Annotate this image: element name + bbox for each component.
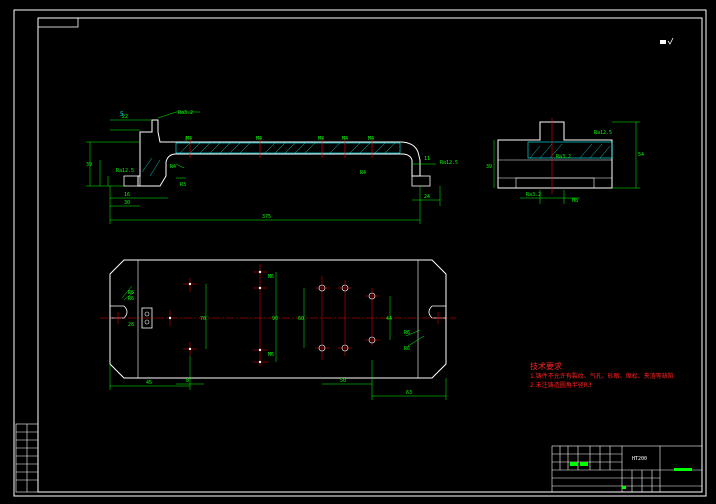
- svg-text:R4: R4: [170, 164, 176, 170]
- plan-view: 45 8 70 90 60 44 50 63 R6 R6 R6 R6 28 M6…: [100, 259, 456, 400]
- left-slot: [110, 305, 128, 319]
- svg-text:70: 70: [200, 316, 206, 322]
- svg-text:R6: R6: [404, 330, 410, 336]
- svg-text:22: 22: [122, 114, 128, 120]
- dim-length: 375: [262, 214, 271, 220]
- plan-outline: [109, 259, 447, 379]
- svg-text:63: 63: [406, 390, 412, 396]
- svg-text:Ra3.2: Ra3.2: [556, 154, 571, 160]
- front-hatch: [175, 142, 401, 154]
- right-slot: [428, 305, 446, 319]
- roughness-mark: [660, 40, 666, 44]
- material-label: HT200: [632, 456, 647, 462]
- inner-border: [37, 17, 703, 493]
- svg-text:60: 60: [298, 316, 304, 322]
- svg-text:M4: M4: [342, 136, 348, 142]
- svg-text:Ra12.5: Ra12.5: [594, 130, 612, 136]
- corner-tag: [37, 17, 79, 28]
- svg-text:M4: M4: [368, 136, 374, 142]
- side-hatch: [527, 141, 613, 159]
- side-block: [15, 423, 39, 493]
- svg-text:30: 30: [124, 200, 130, 206]
- svg-text:R3: R3: [180, 182, 186, 188]
- svg-text:Ra12.5: Ra12.5: [116, 168, 134, 174]
- svg-text:16: 16: [124, 192, 130, 198]
- svg-text:8: 8: [186, 378, 189, 384]
- svg-text:R4: R4: [360, 170, 366, 176]
- front-outline: [137, 119, 421, 187]
- svg-text:50: 50: [340, 378, 346, 384]
- svg-text:Ra3.2: Ra3.2: [526, 192, 541, 198]
- outer-border: [13, 9, 707, 497]
- title-stamp: [674, 468, 692, 471]
- svg-text:M4: M4: [256, 136, 262, 142]
- title-cell-green: [570, 462, 578, 466]
- svg-text:11: 11: [424, 156, 430, 162]
- dim-height: 39: [86, 162, 92, 168]
- svg-text:44: 44: [386, 316, 392, 322]
- svg-text:M8: M8: [572, 198, 578, 204]
- tech-req-line2: 2.未注铸造圆角半径R3: [530, 381, 592, 389]
- svg-text:R6: R6: [404, 346, 410, 352]
- svg-text:M6: M6: [268, 352, 274, 358]
- svg-text:R6: R6: [128, 290, 134, 296]
- svg-text:M6: M6: [268, 274, 274, 280]
- svg-text:Ra12.5: Ra12.5: [440, 160, 458, 166]
- dim-height-side: 54: [638, 152, 644, 158]
- svg-text:R6: R6: [128, 296, 134, 302]
- svg-text:5: 5: [120, 111, 124, 118]
- svg-text:Ra3.2: Ra3.2: [178, 110, 193, 116]
- svg-text:39: 39: [486, 164, 492, 170]
- svg-text:90: 90: [272, 316, 278, 322]
- left-foot: [123, 175, 141, 187]
- svg-text:M4: M4: [318, 136, 324, 142]
- tech-req-title: 技术要求: [530, 361, 562, 371]
- svg-text:28: 28: [128, 322, 134, 328]
- svg-text:45: 45: [146, 380, 152, 386]
- svg-text:24: 24: [424, 194, 430, 200]
- side-view: 54 39 Ra12.5 Ra3.2 Ra3.2 M8: [486, 118, 644, 204]
- svg-text:M4: M4: [186, 136, 192, 142]
- tech-req-line1: 1.铸件不允许有裂纹、气孔、砂眼、缩松、夹渣等缺陷: [530, 372, 674, 380]
- right-foot: [411, 175, 431, 187]
- front-view: 375 39 22 16 30 24 Ra12.5 Ra3.2 Ra12.5 R…: [86, 110, 458, 224]
- check-mark-icon: [667, 37, 674, 45]
